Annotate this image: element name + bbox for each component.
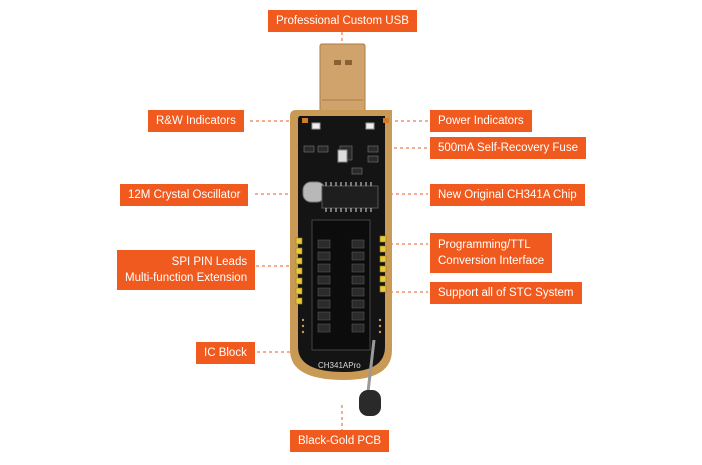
label-chip: New Original CH341A Chip (430, 184, 585, 206)
label-spi-line2: Multi-function Extension (125, 272, 248, 284)
label-ttl-line2: Conversion Interface (438, 255, 545, 267)
spi-pin-header (295, 237, 303, 305)
label-rw-indicators: R&W Indicators (148, 110, 244, 132)
label-ttl: Programming/TTL Conversion Interface (430, 233, 553, 273)
zif-lever-knob (359, 390, 381, 416)
label-stc: Support all of STC System (430, 282, 582, 304)
label-spi-line1: SPI PIN Leads (171, 256, 248, 268)
label-usb: Professional Custom USB (268, 10, 417, 32)
ch341a-chip (321, 185, 379, 209)
board-marking: CH341APro (318, 361, 361, 370)
label-pcb: Black-Gold PCB (290, 430, 390, 452)
zif-lever (366, 339, 376, 393)
label-fuse: 500mA Self-Recovery Fuse (430, 137, 586, 159)
label-power-indicators: Power Indicators (430, 110, 532, 132)
ttl-pin-header (379, 235, 387, 293)
label-ic-block: IC Block (196, 342, 255, 364)
label-ttl-line1: Programming/TTL (438, 239, 531, 251)
usb-plug (319, 43, 366, 117)
label-spi: SPI PIN Leads Multi-function Extension (117, 250, 256, 290)
label-crystal: 12M Crystal Oscillator (120, 184, 249, 206)
